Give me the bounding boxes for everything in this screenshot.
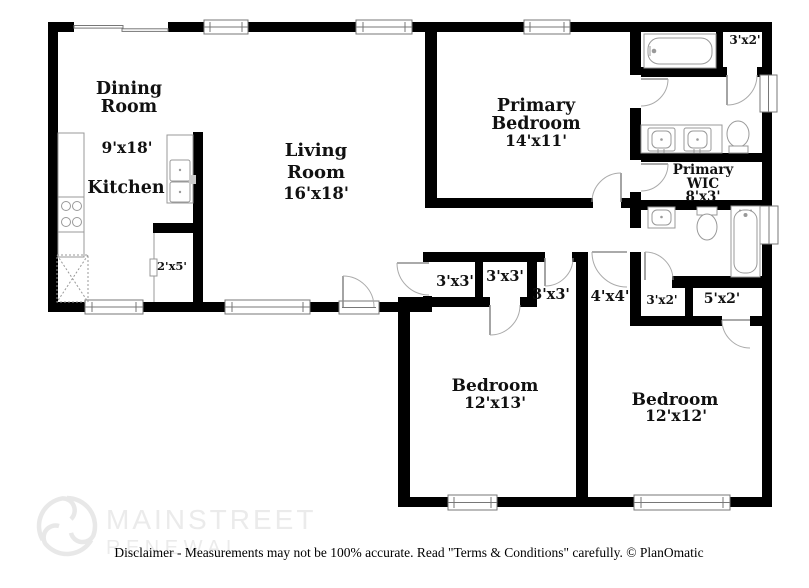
label-primary-wic-2: WIC xyxy=(686,176,719,192)
primary-vanity-icon xyxy=(640,124,723,154)
primary-wic-door xyxy=(640,163,669,192)
watermark-brand-line2: RENEWAL xyxy=(106,537,243,559)
kitchen-closet-track xyxy=(149,233,158,302)
label-primary-bath-closet-dims: 3'x2' xyxy=(729,33,760,47)
label-dining-room-1: Dining xyxy=(96,79,162,99)
bath2-bathtub-icon xyxy=(730,205,761,278)
watermark-brand-line1: MAINSTREET xyxy=(106,504,316,535)
primary-bedroom-door xyxy=(591,172,622,203)
bath2-toilet-icon xyxy=(696,206,718,241)
label-kitchen: Kitchen xyxy=(87,178,164,198)
label-hall-large-dims: 4'x4' xyxy=(590,287,629,305)
label-primary-bedroom-dims: 14'x11' xyxy=(505,131,567,150)
label-hall-small-dims: 3'x3' xyxy=(532,286,570,303)
room-labels: Dining Room 9'x18' Kitchen 2'x5' Living … xyxy=(87,33,760,425)
label-primary-bedroom-1: Primary xyxy=(497,96,576,116)
label-dining-room-2: Room xyxy=(101,97,158,117)
stove-icon xyxy=(61,201,82,227)
bedroom-3-door xyxy=(591,251,628,288)
label-bedroom-3-dims: 12'x12' xyxy=(645,406,707,425)
mainstreet-renewal-logo: MAINSTREET RENEWAL xyxy=(36,495,316,559)
utility-box-icon xyxy=(56,254,89,303)
primary-bathtub-icon xyxy=(643,33,717,69)
windows xyxy=(73,19,779,511)
fixtures xyxy=(56,33,761,303)
closet-c-door xyxy=(644,251,674,281)
front-door xyxy=(338,275,380,315)
closet-d-door xyxy=(721,319,751,349)
label-living-room-2: Room xyxy=(287,162,345,183)
walls xyxy=(48,22,772,507)
label-primary-wic-1: Primary xyxy=(673,162,735,178)
label-kitchen-closet-dims: 2'x5' xyxy=(157,259,187,273)
label-primary-wic-dims: 8'x3' xyxy=(685,189,720,205)
label-living-dims: 16'x18' xyxy=(283,184,349,203)
kitchen-counter xyxy=(57,132,85,258)
disclaimer-text: Disclaimer - Measurements may not be 100… xyxy=(114,545,703,560)
primary-bath-door xyxy=(640,78,669,107)
closet-a-door xyxy=(396,262,430,296)
label-closet-a-dims: 3'x3' xyxy=(436,273,474,290)
primary-toilet-icon xyxy=(726,120,750,154)
bath2-sink-icon xyxy=(647,206,676,229)
closet-b-door xyxy=(489,304,521,336)
label-primary-bedroom-2: Bedroom xyxy=(491,114,581,134)
label-bedroom-3: Bedroom xyxy=(632,390,719,410)
label-dining-dims: 9'x18' xyxy=(101,138,152,157)
label-closet-c-dims: 3'x2' xyxy=(646,293,677,307)
doors xyxy=(338,74,758,349)
label-bedroom-2-dims: 12'x13' xyxy=(464,393,526,412)
label-living-room-1: Living xyxy=(285,140,348,161)
bath-closet-door xyxy=(726,74,758,106)
label-closet-d-dims: 5'x2' xyxy=(704,291,740,307)
hall-door xyxy=(544,257,574,287)
kitchen-sink-icon xyxy=(166,134,196,204)
label-bedroom-2: Bedroom xyxy=(452,376,539,396)
swirl-logo-icon xyxy=(36,495,98,557)
label-closet-b-dims: 3'x3' xyxy=(486,268,524,285)
